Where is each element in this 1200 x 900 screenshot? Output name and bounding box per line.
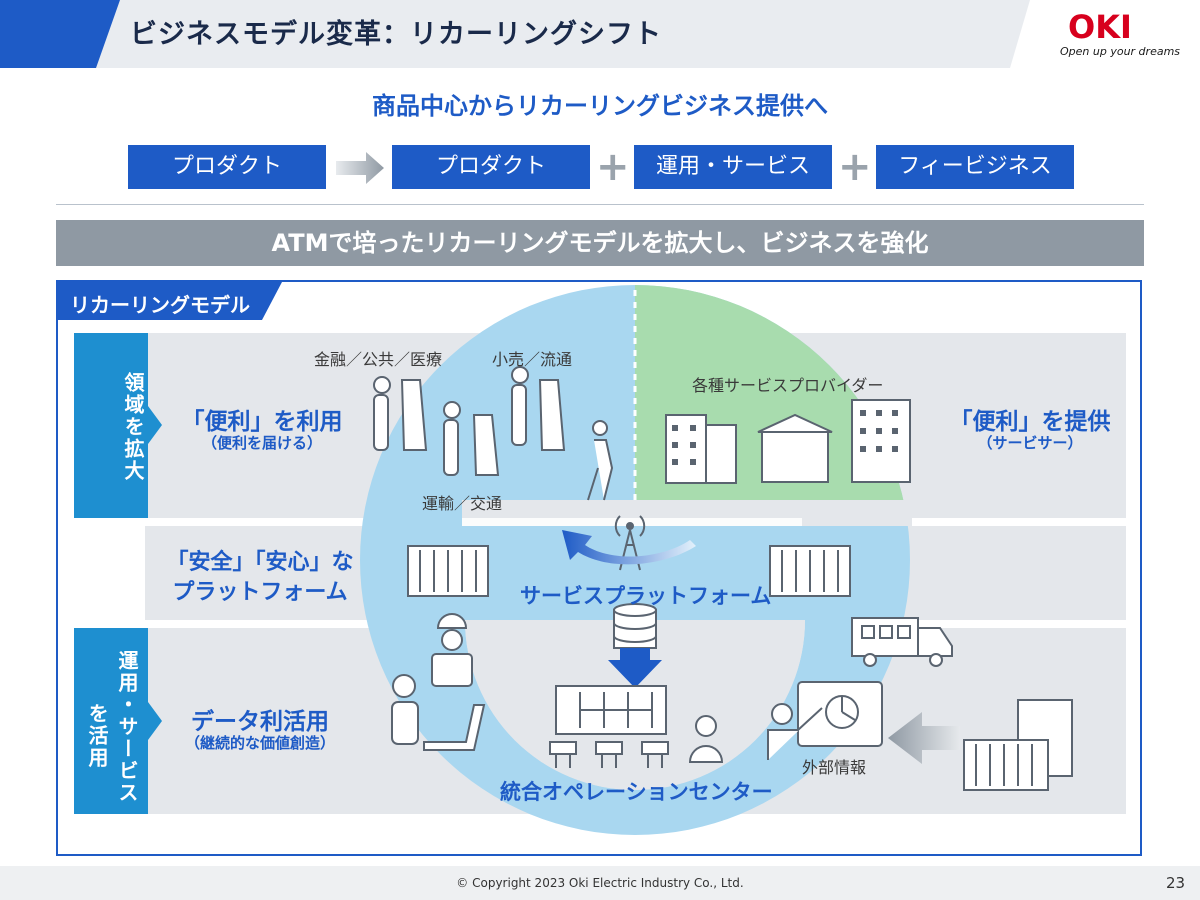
flow-box-fee-business: フィービジネス [876,145,1074,189]
header-accents [0,0,1200,68]
down-arrow-icon [608,648,662,688]
model-label-tab [58,282,282,320]
curved-arrow-icon [562,530,696,565]
provide-convenience-label: 「便利」を提供 [949,409,1111,435]
database-icon [613,603,657,649]
model-label: リカーリングモデル [70,293,250,317]
provide-convenience-sub: （サービサー） [977,434,1083,452]
external-source-icon [963,699,1073,791]
category-transport: 運輸／交通 [422,494,503,513]
page-number: 23 [1166,874,1186,892]
subtitle: 商品中心からリカーリングビジネス提供へ [372,92,828,120]
banner: ATMで培ったリカーリングモデルを拡大し、ビジネスを強化 [56,220,1144,266]
left-label-operations-1: 運用・サービス [115,650,139,804]
use-convenience-sub: （便利を届ける） [201,434,322,452]
footer-band [0,866,1200,900]
walking-person-icon [587,420,614,501]
inner-highlight [462,518,802,526]
operations-center-label: 統合オペレーションセンター [500,780,773,804]
use-convenience-label: 「便利」を利用 [181,409,343,435]
atm-users-icon [373,366,566,476]
oki-logo: OKI [1068,8,1132,46]
monitor-wall-icon [555,685,667,735]
header-band [0,0,1200,68]
engineer-icon [431,613,473,687]
category-retail: 小売／流通 [492,350,573,369]
server-rack-left-icon [407,545,489,597]
plus-icon-2: + [838,144,872,190]
divider [56,204,1144,205]
logo-tagline: Open up your dreams [1060,45,1181,58]
external-arrow-icon [888,712,960,764]
truck-icon [851,617,953,667]
flow-box-operations: 運用・サービス [634,145,832,189]
flow-arrow-icon [336,152,384,184]
data-utilization-label: データ利活用 [191,709,329,735]
header-logo-panel [1010,0,1200,68]
plus-icon-1: + [596,144,630,190]
model-frame [56,280,1142,856]
support-staff-icon [391,674,486,751]
data-utilization-sub: （継続的な価値創造） [184,734,335,752]
category-providers: 各種サービスプロバイダー [692,376,884,395]
platform-label-line2: プラットフォーム [172,580,348,605]
service-platform-label: サービスプラットフォーム [520,584,772,608]
building-windows [672,410,898,465]
antenna-icon [614,515,646,571]
server-rack-right-icon [769,545,851,597]
left-label-operations-2: を活用 [85,703,109,769]
copyright: © Copyright 2023 Oki Electric Industry C… [456,876,744,890]
left-label-expand: 領域を拡大 [121,372,145,482]
left-bar-operations [74,628,162,814]
category-finance: 金融／公共／医療 [314,350,443,369]
header-blue-stripe [0,0,120,68]
operator-headset-icon [688,715,724,763]
presenter-icon [767,681,883,760]
external-info-label: 外部情報 [802,758,867,777]
left-bar-expand [74,333,162,518]
flow-box-product-2: プロダクト [392,145,590,189]
flow-box-product-1: プロダクト [128,145,326,189]
platform-label-line1: 「安全」「安心」な [166,550,354,575]
page-title: ビジネスモデル変革：リカーリングシフト [130,19,662,50]
operator-desks-icon [549,741,669,768]
